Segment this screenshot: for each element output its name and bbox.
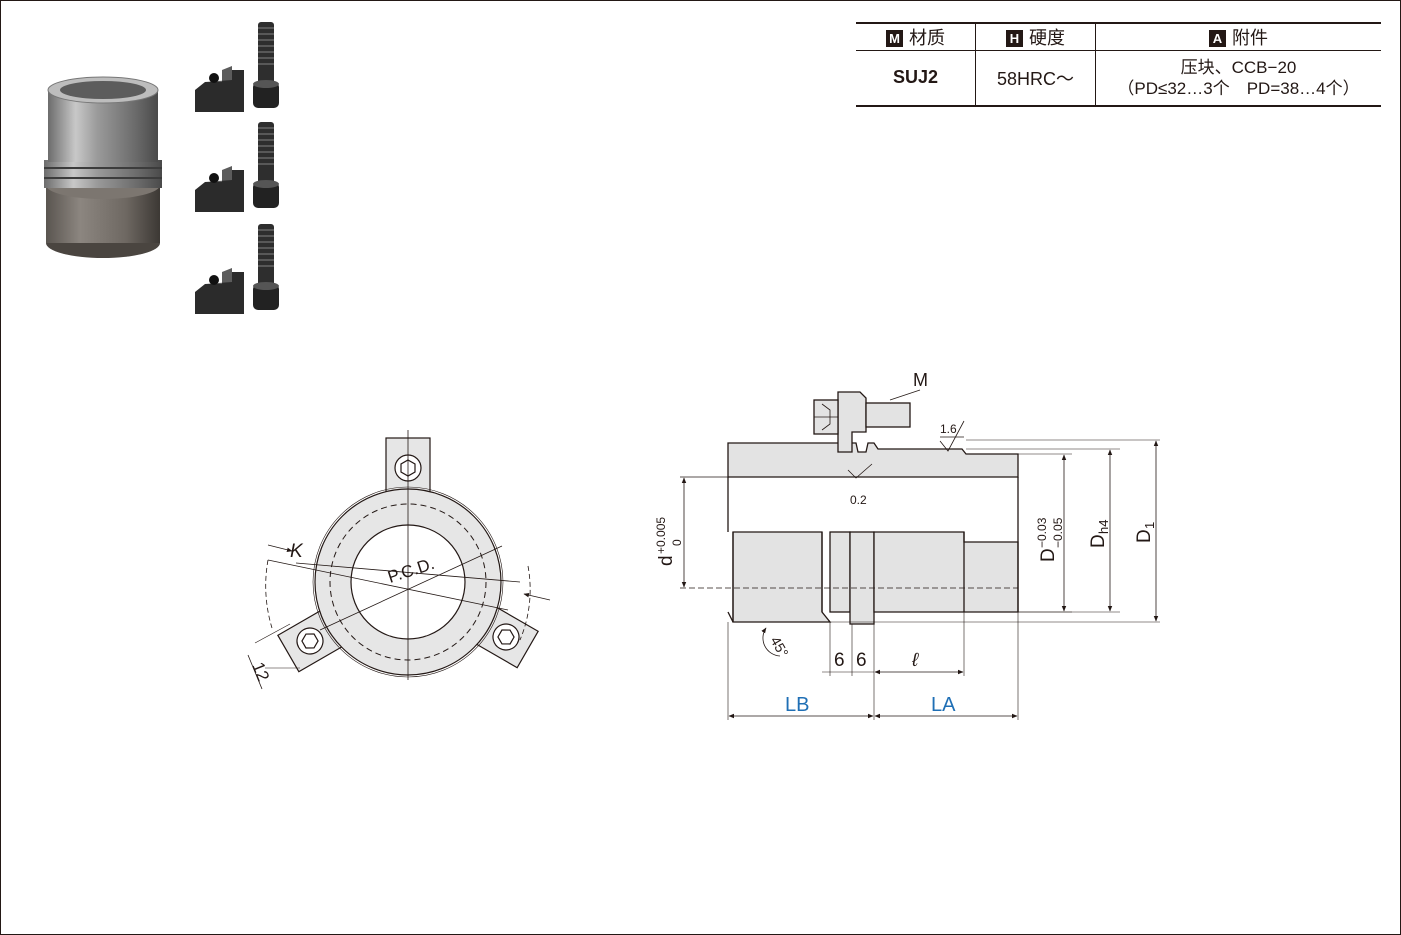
- six-a-label: 6: [834, 650, 845, 671]
- material-icon: M: [886, 30, 903, 47]
- front-view: [247, 430, 551, 690]
- m-label: M: [913, 370, 928, 390]
- attachment-line-2: （PD≤32…3个 PD=38…4个）: [1117, 78, 1360, 98]
- svg-text:−0.03: −0.03: [1035, 517, 1049, 548]
- width-12-label: 12: [248, 659, 273, 684]
- svg-text:−0.05: −0.05: [1051, 517, 1065, 548]
- svg-text:h4: h4: [1096, 520, 1111, 534]
- side-clamp: [813, 391, 911, 453]
- material-value: SUJ2: [892, 67, 939, 88]
- header-hardness: H 硬度: [975, 23, 1096, 51]
- side-body-upper: [727, 442, 1019, 478]
- side-body-lower: [732, 531, 832, 623]
- clamp-set-photo-3: [195, 224, 279, 314]
- spec-table: M 材质 H 硬度 A 附件 SUJ2 58HRC～ 压块、CCB−20 （PD≤32…: [856, 22, 1381, 107]
- chamfer-label: 45°: [767, 634, 791, 660]
- header-hardness-label: 硬度: [1029, 28, 1065, 48]
- d-dim-label: d +0.005 0: [654, 517, 684, 566]
- header-material: M 材质: [856, 23, 976, 51]
- attachment-value: 压块、CCB−20 （PD≤32…3个 PD=38…4个）: [1095, 50, 1381, 106]
- roughness-top: 1.6: [940, 422, 957, 436]
- svg-text:0: 0: [670, 539, 684, 546]
- attachment-icon: A: [1209, 30, 1226, 47]
- svg-text:+0.005: +0.005: [654, 517, 668, 554]
- side-view: [680, 389, 1160, 720]
- la-label: LA: [931, 694, 956, 716]
- attachment-line-1: 压块、CCB−20: [1180, 57, 1297, 77]
- bushing-photo: [44, 76, 162, 258]
- l-label: ℓ: [911, 650, 919, 671]
- Dh4-dim-label: D h4: [1088, 520, 1111, 548]
- hardness-value: 58HRC～: [975, 50, 1096, 106]
- svg-text:D: D: [1134, 529, 1155, 543]
- svg-text:D: D: [1038, 548, 1059, 562]
- svg-text:D: D: [1088, 534, 1109, 548]
- D1-dim-label: D 1: [1134, 522, 1157, 543]
- k-label: K: [290, 541, 304, 562]
- clamp-set-photo-1: [195, 22, 279, 112]
- header-material-label: 材质: [909, 28, 945, 48]
- six-b-label: 6: [856, 650, 867, 671]
- spec-table-header-row: M 材质 H 硬度 A 附件: [856, 23, 1381, 51]
- clamp-set-photo-2: [195, 122, 279, 212]
- spec-table-row: SUJ2 58HRC～ 压块、CCB−20 （PD≤32…3个 PD=38…4个…: [856, 50, 1381, 106]
- lb-label: LB: [785, 694, 809, 716]
- roughness-bottom: 0.2: [850, 493, 867, 507]
- hardness-icon: H: [1006, 30, 1023, 47]
- svg-text:1: 1: [1142, 522, 1157, 529]
- svg-text:d: d: [656, 555, 677, 566]
- header-attachment: A 附件: [1095, 23, 1381, 51]
- D-dim-label: D −0.03 −0.05: [1035, 517, 1065, 562]
- header-attachment-label: 附件: [1232, 28, 1268, 48]
